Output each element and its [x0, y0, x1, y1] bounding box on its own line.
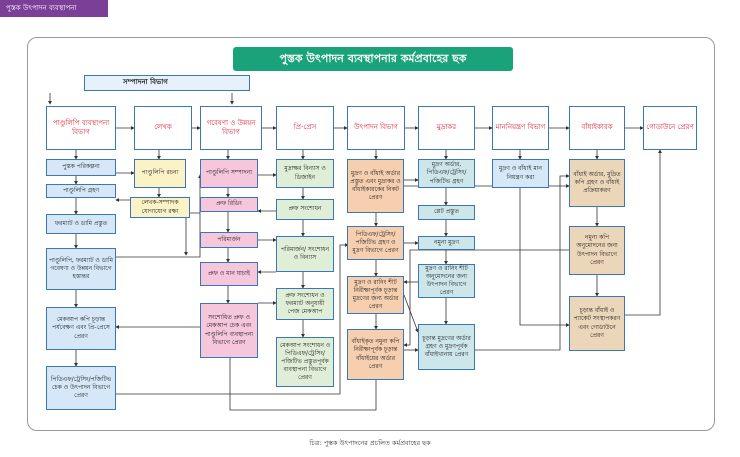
- diagram-frame: [27, 37, 715, 431]
- step-proof-reading: প্রুফ রিডিং: [200, 197, 258, 212]
- step-label: নমুনা মুদ্রণ: [433, 238, 460, 246]
- step-label: মুদ্রণ ও বাঁধাই অর্ডার প্রস্তুত এবং মুদ্…: [350, 169, 401, 202]
- header-manuscript-management: পাণ্ডুলিপি ব্যবস্থাপনা বিভাগ: [46, 106, 116, 150]
- diagram-title: পুস্তক উৎপাদন ব্যবস্থাপনার কর্মপ্রবাহের …: [233, 47, 513, 71]
- header-quality: মাননিয়ন্ত্রণ বিভাগ: [492, 106, 549, 150]
- step-label: পাণ্ডুলিপি সম্পাদনা: [206, 169, 252, 177]
- step-label: মুদ্রাক্ষর বিন্যাস ও ডিজাইন: [284, 165, 326, 181]
- step-label: মেকআপ সংশোধন ও পিডিএফ/ট্রেসিং/ পজিটিভ প্…: [279, 341, 331, 382]
- figure-caption: চিত্র: পুস্তক উৎপাদনের প্রচলিত কর্মপ্রবা…: [309, 439, 431, 447]
- step-label: মুদ্রণ ও বাঁধাই মান নিয়ন্ত্রণ করা: [498, 165, 543, 181]
- step-label: পিডিএফ/ট্রেসিং/পজিটিভ চেক ও উৎপাদন বিভাগ…: [50, 375, 112, 400]
- step-author-editor-contact: লেখক-সম্পাদক যোগাযোগ রক্ষা: [130, 197, 190, 218]
- step-label: প্রুফ রিডিং: [216, 200, 242, 208]
- step-manuscript-editing: পাণ্ডুলিপি সম্পাদনা: [200, 159, 258, 188]
- step-label: পরিমার্জন: [217, 235, 241, 243]
- header-binder: বাঁধাইকারক: [569, 106, 625, 150]
- step-typesetting-design: মুদ্রাক্ষর বিন্যাস ও ডিজাইন: [276, 159, 334, 188]
- step-label: পাণ্ডুলিপি গ্রহণ: [62, 186, 100, 194]
- header-warehouse: গোডাউনে প্রেরণ: [643, 106, 697, 150]
- step-sample-approval-send: নমুনা কপি অনুমোদনের জন্য উৎপাদন বিভাগে প…: [569, 226, 625, 275]
- step-label: ফরম্যাট ও ডামি প্রস্তুত: [54, 219, 108, 227]
- step-revision: পরিমার্জন: [200, 232, 258, 248]
- step-binding-processing: বাঁধাই অর্ডার, মুদ্রিত কপি গ্রহণ ও বাঁধা…: [569, 159, 625, 207]
- step-label: প্রুফ সংশোধন: [288, 205, 322, 213]
- header-tag: পুস্তক উৎপাদন ব্যবস্থাপনা: [0, 0, 108, 17]
- step-handover-research: পাণ্ডুলিপি, ফরম্যাট ও ডামি গবেষণা ও উন্ন…: [46, 248, 116, 290]
- header-research: গবেষণা ও উন্নয়ন বিভাগ: [200, 106, 262, 150]
- header-label: মাননিয়ন্ত্রণ বিভাগ: [495, 123, 546, 132]
- step-print-order-receive: মুদ্রণ অর্ডার, পিডিএফ/ট্রেসিং/ পজিটিভ গ্…: [418, 159, 475, 188]
- header-label: গোডাউনে প্রেরণ: [646, 123, 694, 132]
- header-label: বাঁধাইকারক: [581, 123, 613, 132]
- step-manuscript-receipt: পাণ্ডুলিপি গ্রহণ: [46, 184, 116, 198]
- step-label: মুদ্রণ ও রানিং শীট নিরীক্ষাপূর্বক চূড়ান…: [352, 278, 399, 311]
- step-bound-sample-review: বাঁধাইকৃত নমুনা কপি নিরীক্ষাপূর্বক চূড়া…: [347, 329, 404, 380]
- step-label: পাণ্ডুলিপি রচনা: [141, 169, 179, 177]
- step-format-dummy: ফরম্যাট ও ডামি প্রস্তুত: [46, 214, 116, 234]
- step-corrected-proof-send: সংশোধিত প্রুফ ও মেকআপ চেক এবং পাণ্ডুলিপি…: [200, 303, 258, 358]
- header-printer: মুদ্রাকর: [418, 106, 475, 150]
- step-makeup-correction-pdf: মেকআপ সংশোধন ও পিডিএফ/ট্রেসিং/ পজিটিভ প্…: [276, 337, 334, 387]
- step-proof-quality-check: প্রুফ ও মান যাচাই: [200, 262, 258, 286]
- step-label: বাঁধাই অর্ডার, মুদ্রিত কপি গ্রহণ ও বাঁধা…: [573, 170, 621, 195]
- step-label: মুদ্রণ অর্ডার, পিডিএফ/ট্রেসিং/ পজিটিভ গ্…: [426, 161, 467, 185]
- step-running-sheet-review: মুদ্রণ ও রানিং শীট নিরীক্ষাপূর্বক চূড়ান…: [347, 276, 404, 314]
- step-running-sheet-approval: মুদ্রণ ও রানিং শীট অনুমোদনের জন্য উৎপাদন…: [418, 264, 475, 298]
- step-label: পরিমার্জন/ সংশোধন ও বিন্যাস: [280, 245, 330, 261]
- step-makeup-final-review: মেকআপ কপি চূড়ান্ত পর্যবেক্ষণ এবং প্রি-প…: [46, 307, 116, 350]
- header-label: মুদ্রাকর: [436, 123, 457, 132]
- header-label: উৎপাদন বিভাগ: [354, 123, 398, 132]
- header-label: পাণ্ডুলিপি ব্যবস্থাপনা বিভাগ: [52, 118, 110, 136]
- step-label: প্রুফ সংশোধন ও ফরম্যাট অনুযায়ী পেজ মেকআ…: [285, 291, 325, 316]
- header-label: প্রি-প্রেস: [293, 123, 317, 132]
- step-manuscript-writing: পাণ্ডুলিপি রচনা: [134, 159, 186, 188]
- step-label: পিডিএফ/ট্রেসিং/ পজিটিভ গ্রহণ ও মুদ্রণ বি…: [352, 230, 399, 255]
- step-final-binding-warehouse: চূড়ান্ত বাঁধাই ও প্যাকেট সংস্থাপকরণ এবং…: [569, 296, 625, 351]
- editorial-department-label: সম্পাদনা বিভাগ: [123, 78, 168, 87]
- step-label: পাণ্ডুলিপি, ফরম্যাট ও ডামি গবেষণা ও উন্ন…: [49, 256, 113, 281]
- header-label: লেখক: [154, 123, 172, 132]
- step-label: বাঁধাইকৃত নমুনা কপি নিরীক্ষাপূর্বক চূড়া…: [351, 338, 400, 370]
- header-author: লেখক: [134, 106, 192, 150]
- step-label: পুস্তক পরিকল্পনা: [62, 163, 100, 171]
- step-label: লেখক-সম্পাদক যোগাযোগ রক্ষা: [141, 199, 179, 215]
- step-label: মেকআপ কপি চূড়ান্ত পর্যবেক্ষণ এবং প্রি-প…: [52, 316, 110, 340]
- header-production: উৎপাদন বিভাগ: [347, 106, 405, 150]
- step-pdf-check-send: পিডিএফ/ট্রেসিং/পজিটিভ চেক ও উৎপাদন বিভাগ…: [46, 366, 116, 410]
- step-quality-control: মুদ্রণ ও বাঁধাই মান নিয়ন্ত্রণ করা: [492, 159, 549, 188]
- step-page-makeup: প্রুফ সংশোধন ও ফরম্যাট অনুযায়ী পেজ মেকআ…: [276, 288, 334, 320]
- step-label: সংশোধিত প্রুফ ও মেকআপ চেক এবং পাণ্ডুলিপি…: [204, 314, 254, 346]
- step-label: প্লেট প্রস্তুত: [433, 208, 459, 216]
- step-book-planning: পুস্তক পরিকল্পনা: [46, 159, 116, 176]
- header-prepress: প্রি-প্রেস: [276, 106, 334, 150]
- step-pdf-receive-send: পিডিএফ/ট্রেসিং/ পজিটিভ গ্রহণ ও মুদ্রণ বি…: [347, 226, 404, 260]
- step-final-print-to-binder: চূড়ান্ত মুদ্রণের অর্ডার গ্রহণ ও মুদ্রণপ…: [418, 324, 475, 370]
- step-label: নমুনা কপি অনুমোদনের জন্য উৎপাদন বিভাগে প…: [576, 234, 618, 266]
- step-sample-printing: নমুনা মুদ্রণ: [418, 236, 475, 250]
- step-proof-correction: প্রুফ সংশোধন: [276, 199, 334, 220]
- step-print-bind-order: মুদ্রণ ও বাঁধাই অর্ডার প্রস্তুত এবং মুদ্…: [347, 159, 404, 213]
- step-plate-preparation: প্লেট প্রস্তুত: [418, 205, 475, 220]
- step-label: চূড়ান্ত মুদ্রণের অর্ডার গ্রহণ ও মুদ্রণপ…: [422, 334, 471, 359]
- editorial-department: সম্পাদনা বিভাগ: [84, 75, 250, 91]
- step-label: মুদ্রণ ও রানিং শীট অনুমোদনের জন্য উৎপাদন…: [425, 264, 468, 297]
- step-label: প্রুফ ও মান যাচাই: [207, 269, 251, 277]
- header-label: গবেষণা ও উন্নয়ন বিভাগ: [206, 118, 256, 136]
- step-revision-layout: পরিমার্জন/ সংশোধন ও বিন্যাস: [276, 236, 334, 272]
- step-label: চূড়ান্ত বাঁধাই ও প্যাকেট সংস্থাপকরণ এবং…: [573, 307, 621, 339]
